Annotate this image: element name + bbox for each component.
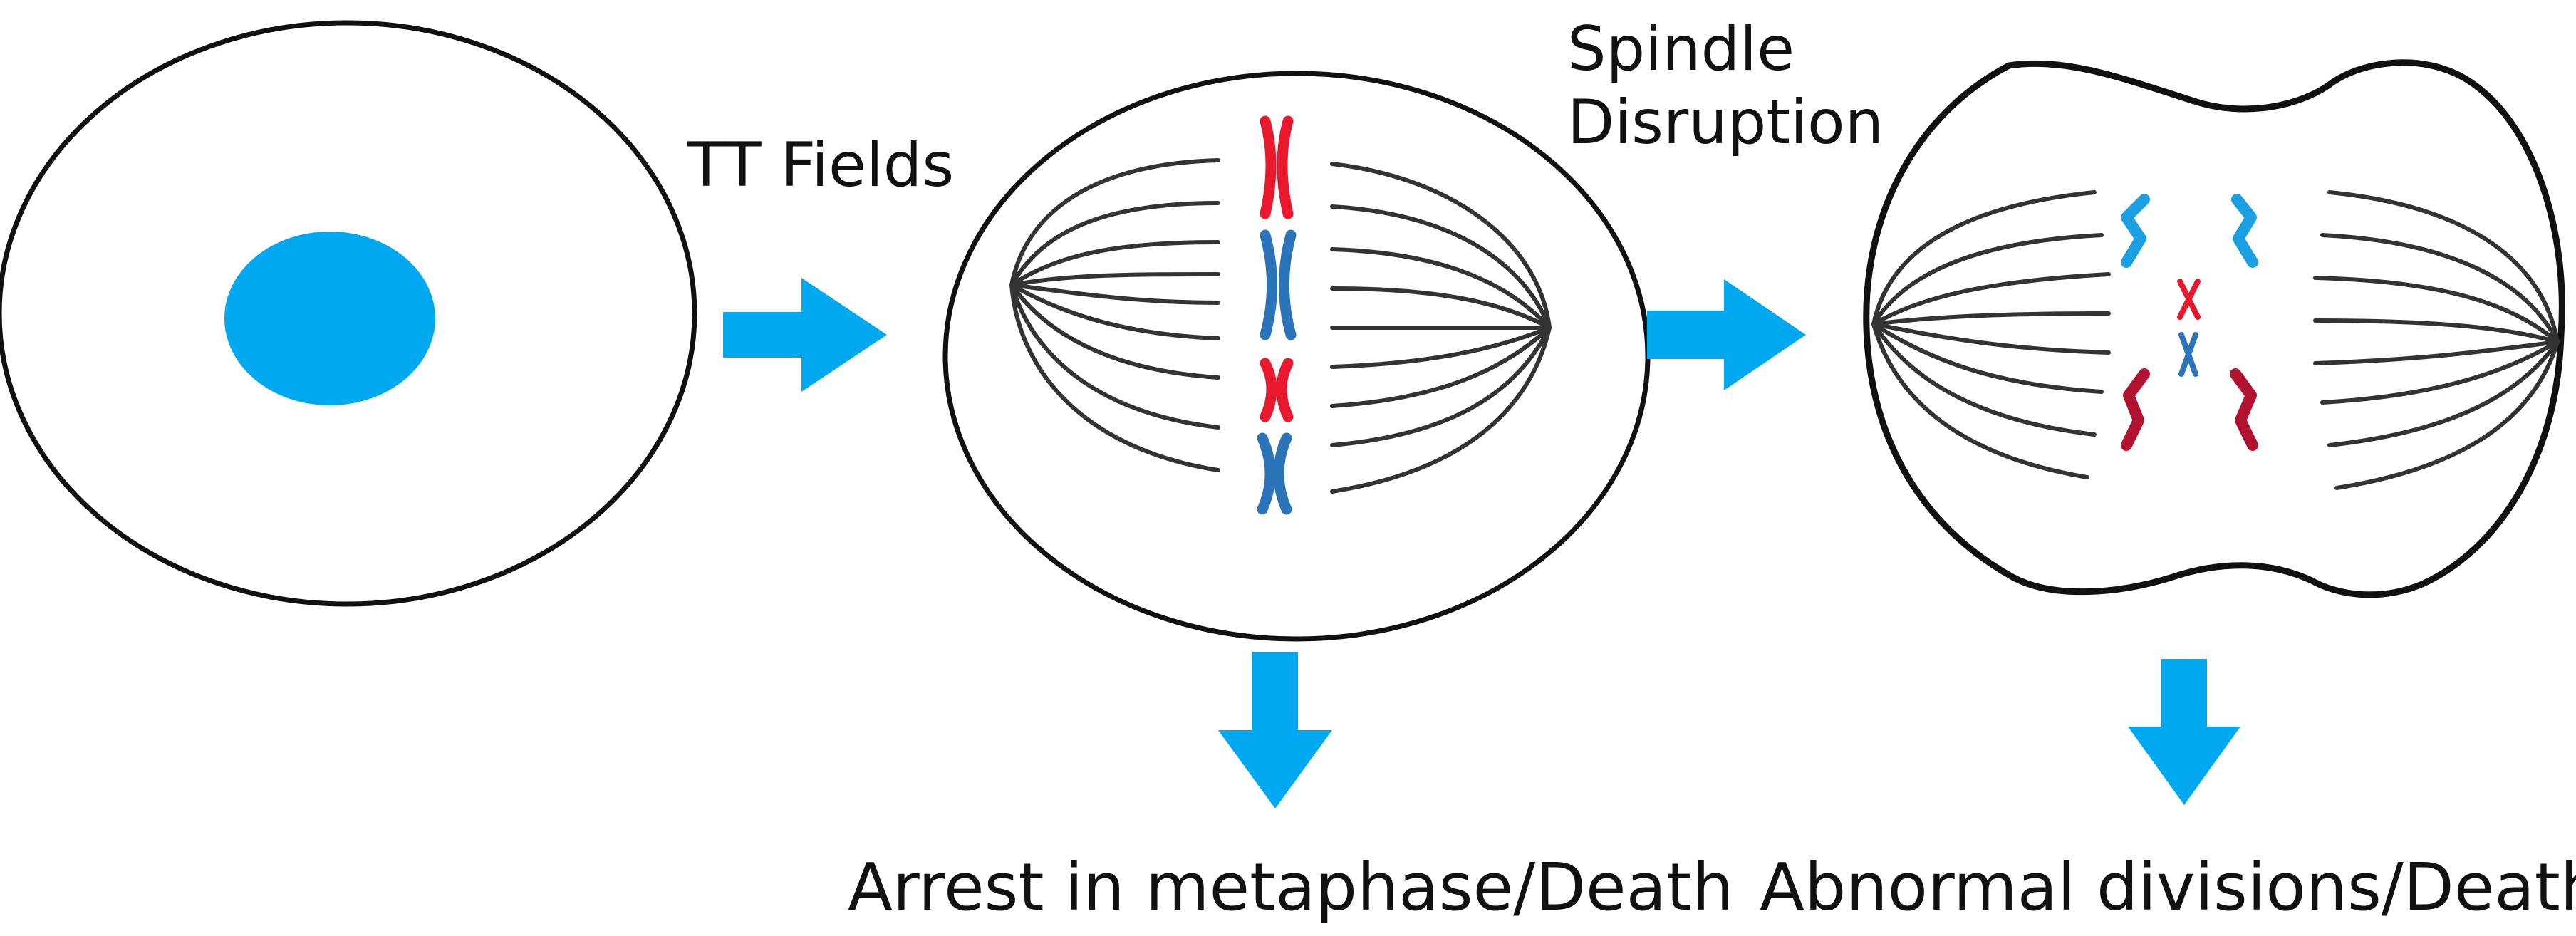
chromatid-dark-red <box>2230 368 2258 451</box>
spindle-fibers <box>1009 158 1552 494</box>
spindle-fibers <box>1871 190 2560 490</box>
chromosome-blue <box>2178 332 2198 377</box>
arrow-right-1 <box>723 278 887 392</box>
spindle-disruption-label: Spindle Disruption <box>1567 13 1884 160</box>
chromosome-blue <box>1257 432 1292 515</box>
cell-membrane <box>0 20 697 607</box>
small-chromosomes <box>2177 279 2201 377</box>
chromosome-red <box>1260 115 1294 219</box>
metaphase-arrest-outcome-label: Arrest in metaphase/Death <box>848 849 1734 925</box>
tt-fields-label: TT Fields <box>687 130 955 201</box>
chromosome-red <box>1260 358 1294 422</box>
spindle-label-line2: Disruption <box>1567 87 1884 159</box>
metaphase-chromosomes <box>1257 115 1297 515</box>
chromatid-dark-red <box>2121 368 2150 451</box>
chromosome-blue <box>1260 229 1297 340</box>
dividing-cell <box>1863 59 2565 598</box>
chromatid-blue <box>2121 194 2150 268</box>
chromatid-blue <box>2231 194 2258 268</box>
separating-chromatids <box>2121 194 2258 451</box>
cell-membrane-pinched <box>1863 59 2565 598</box>
spindle-label-line1: Spindle <box>1567 14 1795 85</box>
metaphase-cell <box>942 71 1651 642</box>
abnormal-division-outcome-label: Abnormal divisions/Death <box>1760 849 2576 925</box>
arrow-down-1 <box>1218 652 1332 808</box>
arrow-down-2 <box>2128 659 2240 805</box>
chromosome-red <box>2177 279 2201 320</box>
arrow-right-2 <box>1647 279 1806 390</box>
interphase-cell <box>0 20 697 607</box>
nucleus <box>224 232 435 405</box>
